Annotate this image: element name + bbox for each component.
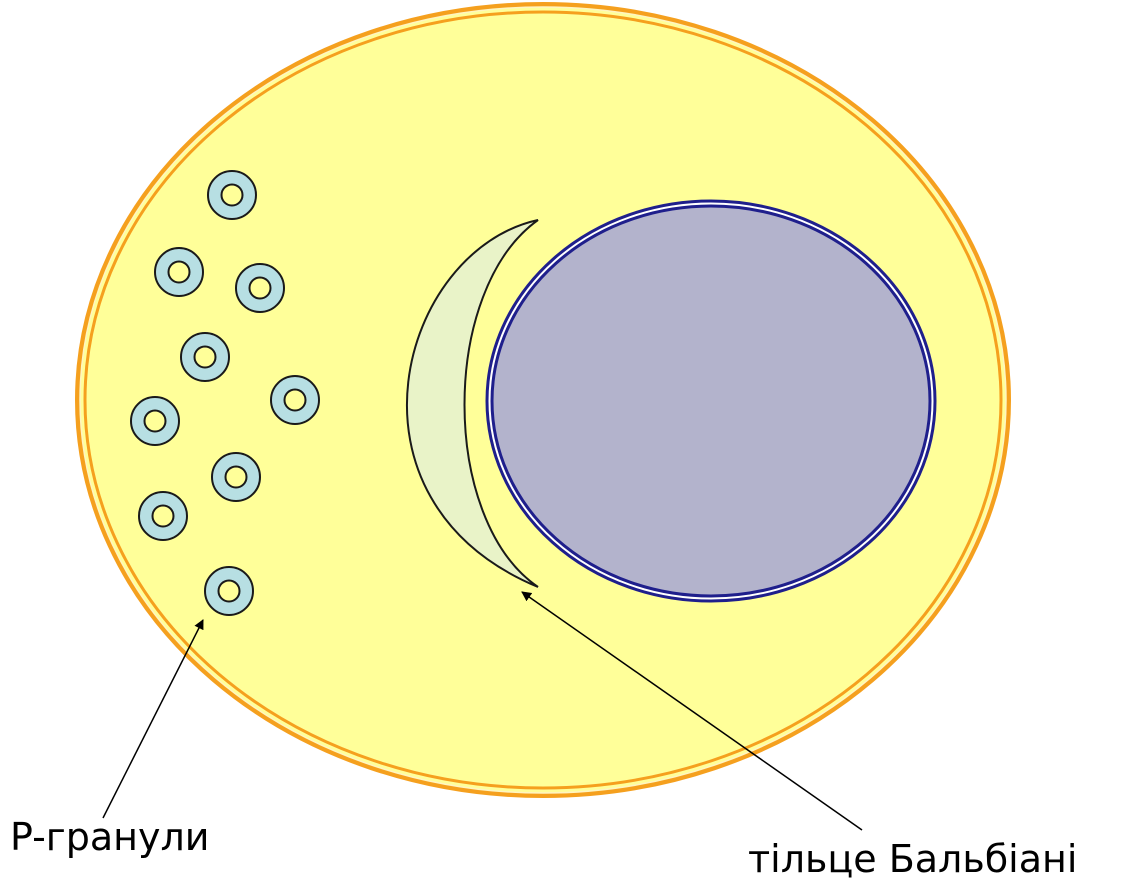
balbiani-body-label: тільце Бальбіані — [748, 840, 1077, 878]
p-granule — [181, 333, 229, 381]
p-granule — [271, 376, 319, 424]
p-granules-label: P-гранули — [10, 818, 209, 856]
p-granule — [131, 397, 179, 445]
p-granule — [155, 248, 203, 296]
p-granule — [212, 453, 260, 501]
p-granule — [205, 567, 253, 615]
p-granule — [139, 492, 187, 540]
p-granules-leader-line — [103, 620, 203, 818]
p-granule — [236, 264, 284, 312]
nucleus — [492, 206, 930, 596]
p-granule — [208, 171, 256, 219]
